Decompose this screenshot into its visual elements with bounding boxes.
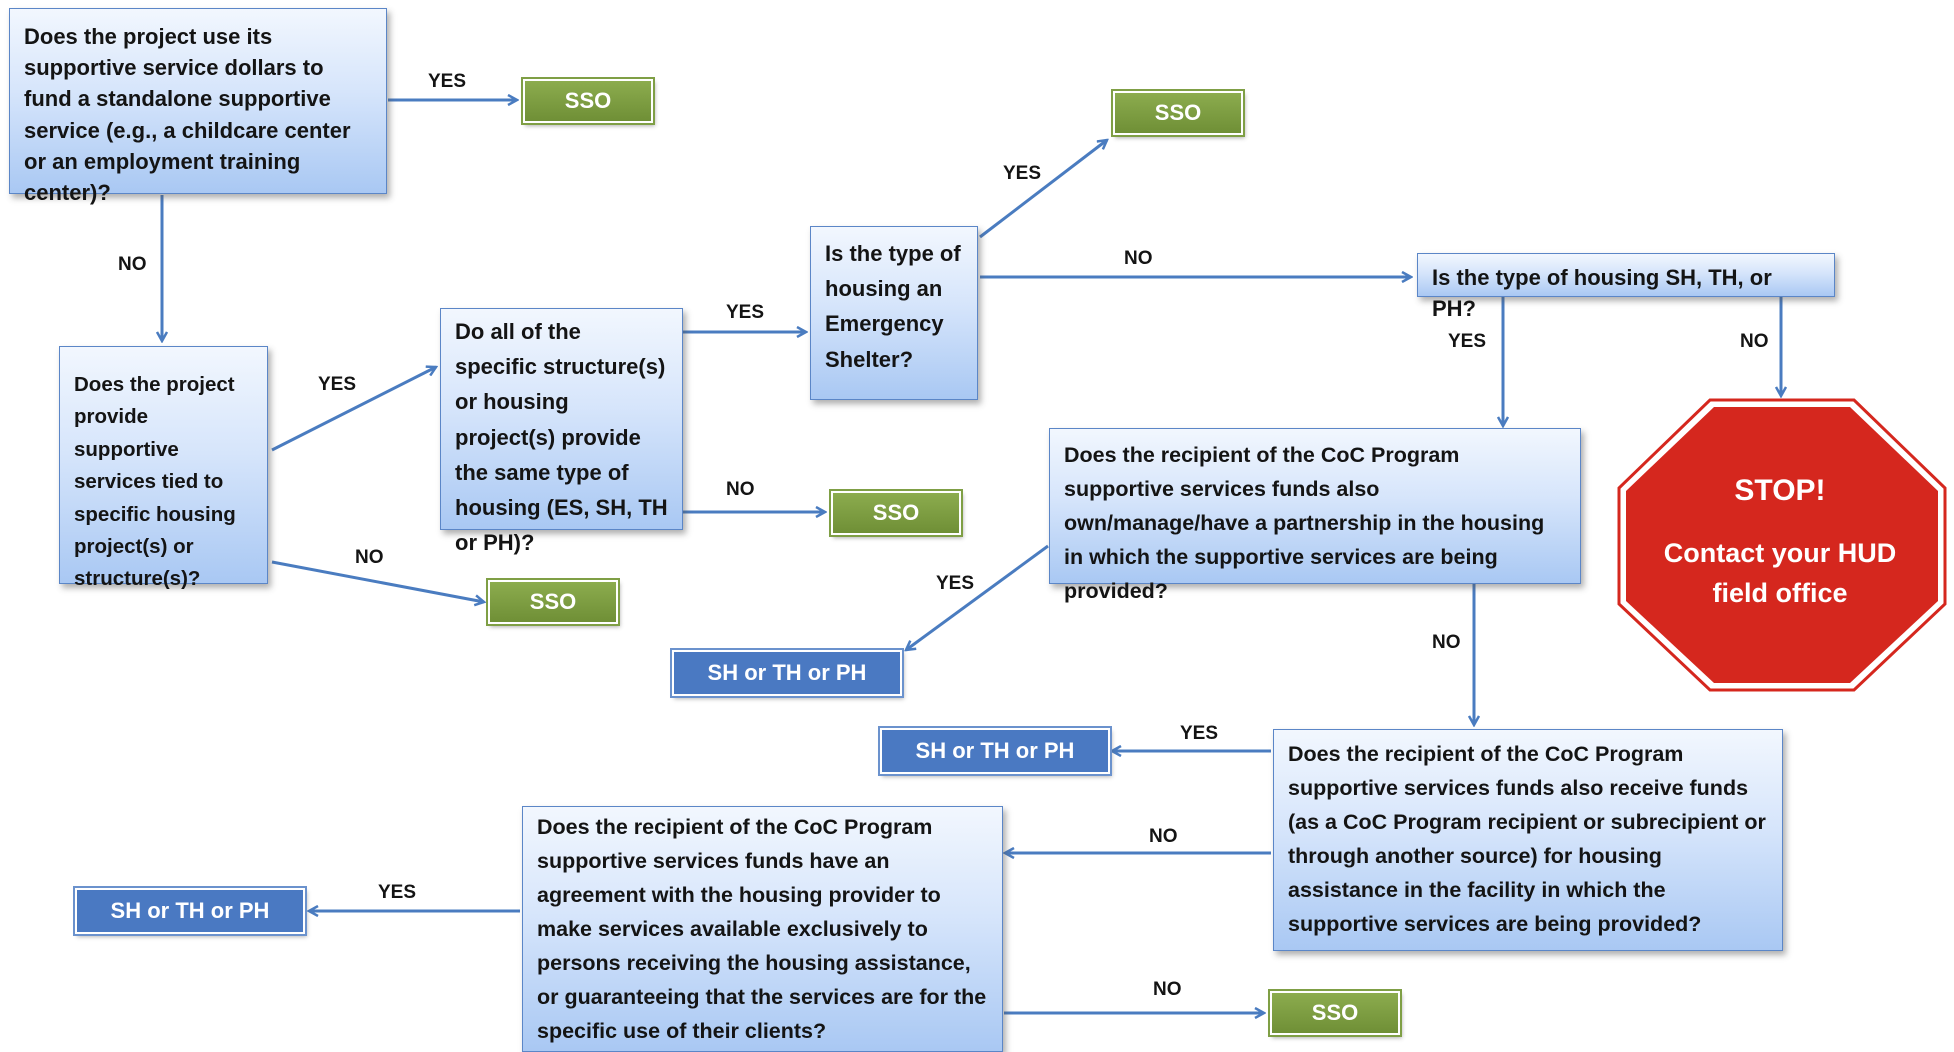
label-q8-no: NO bbox=[1153, 979, 1182, 1000]
label-q3-no: NO bbox=[726, 479, 755, 500]
label-q5-yes: YES bbox=[1448, 331, 1487, 352]
label-q1-no: NO bbox=[118, 254, 147, 275]
outcome-housing-owns: SH or TH or PH bbox=[670, 648, 904, 698]
stop-sign-icon: STOP! Contact your HUD field office bbox=[1617, 398, 1947, 692]
question-same-housing-type: Do all of the specific structure(s) or h… bbox=[440, 308, 683, 555]
outcome-sso-emergency-shelter: SSO bbox=[1111, 89, 1245, 137]
label-q2-yes: YES bbox=[318, 374, 357, 395]
question-recipient-owns-housing: Does the recipient of the CoC Program su… bbox=[1049, 428, 1581, 603]
question-standalone-service: Does the project use its supportive serv… bbox=[9, 8, 387, 205]
label-q8-yes: YES bbox=[378, 882, 417, 903]
outcome-sso-mixed-housing: SSO bbox=[829, 489, 963, 537]
label-q1-yes: YES bbox=[428, 71, 467, 92]
question-services-tied-to-housing: Does the project provide supportive serv… bbox=[59, 346, 268, 590]
arrow-q6-yes bbox=[906, 544, 1049, 650]
outcome-sso-not-tied: SSO bbox=[486, 578, 620, 626]
label-q4-yes: YES bbox=[1003, 163, 1042, 184]
question-recipient-receives-funds: Does the recipient of the CoC Program su… bbox=[1273, 729, 1783, 951]
question-agreement-with-provider: Does the recipient of the CoC Program su… bbox=[522, 806, 1003, 1052]
outcome-housing-agreement: SH or TH or PH bbox=[73, 886, 307, 936]
question-emergency-shelter: Is the type of housing an Emergency Shel… bbox=[810, 226, 978, 400]
label-q2-no: NO bbox=[355, 547, 384, 568]
outcome-sso-standalone: SSO bbox=[521, 77, 655, 125]
stop-title: STOP! bbox=[1734, 474, 1825, 507]
question-sh-th-ph: Is the type of housing SH, TH, or PH? bbox=[1417, 253, 1835, 321]
arrow-q4-yes bbox=[979, 140, 1107, 239]
label-q6-no: NO bbox=[1432, 632, 1461, 653]
label-q7-yes: YES bbox=[1180, 723, 1219, 744]
stop-line-2: field office bbox=[1712, 578, 1847, 608]
label-q7-no: NO bbox=[1149, 826, 1178, 847]
outcome-sso-no-agreement: SSO bbox=[1268, 989, 1402, 1037]
label-q3-yes: YES bbox=[726, 302, 765, 323]
label-q6-yes: YES bbox=[936, 573, 975, 594]
outcome-housing-receives-funds: SH or TH or PH bbox=[878, 726, 1112, 776]
stop-line-1: Contact your HUD bbox=[1664, 538, 1897, 568]
label-q5-no: NO bbox=[1740, 331, 1769, 352]
arrow-q2-no bbox=[271, 560, 484, 602]
label-q4-no: NO bbox=[1124, 248, 1153, 269]
arrow-q2-yes bbox=[271, 367, 436, 452]
